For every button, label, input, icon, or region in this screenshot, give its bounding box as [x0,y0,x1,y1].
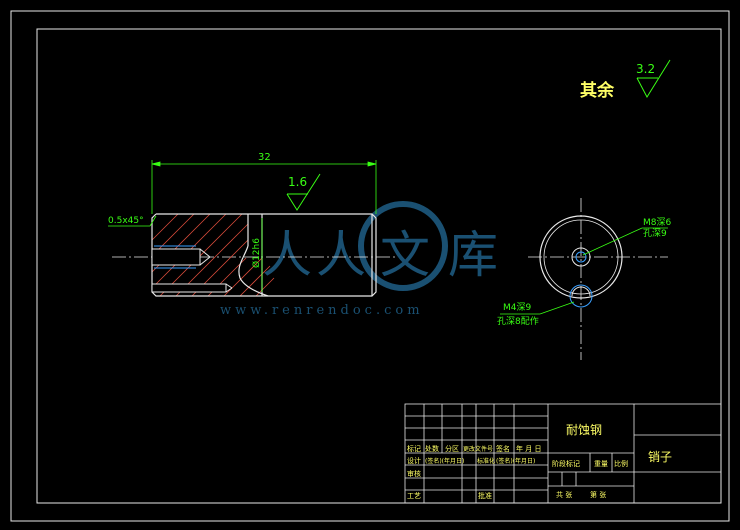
title-material: 耐蚀钢 [566,423,602,437]
pin-side-view [539,215,623,308]
tb-change-doc: 更改文件号 [463,445,493,453]
dim-length-text: 32 [258,152,271,163]
tb-weight-label: 重量 [594,460,608,468]
watermark-url: www.renrendoc.com [220,303,424,318]
tb-scale-label: 比例 [614,459,628,468]
outer-frame [10,10,730,522]
tb-stage-label: 阶段标记 [552,459,580,468]
inner-frame [36,28,722,504]
tb-zone: 分区 [445,444,459,453]
tb-signature: 签名 [496,444,510,453]
roughness-surface-symbol [286,173,321,211]
tb-sheet-index: 第 张 [590,490,606,499]
roughness-surface-value: 1.6 [288,175,307,189]
dim-diameter-text: Ø12h6 [251,238,262,268]
watermark-glyph-1: 人 [262,226,316,284]
tb-sign-date-1: (签名)(年月日) [425,457,464,465]
tb-sign-date-2: (签名)(年月日) [496,457,535,465]
side-callout-2-line2: 孔深8配作 [497,315,539,327]
watermark: 人 人 文 库 www.renrendoc.com [220,201,502,318]
tb-count: 处数 [425,444,439,453]
watermark-glyph-3: 文 [380,226,434,284]
side-callout-2-leader [500,301,575,315]
watermark-glyph-4: 库 [448,226,502,284]
watermark-ring [358,201,448,291]
pin-front-view [151,213,377,297]
title-part-name: 销子 [648,450,672,464]
side-callout-1-leader [582,227,668,256]
watermark-glyph-2: 人 [316,226,370,284]
title-block [404,403,722,504]
tb-design: 设计 [407,456,421,465]
roughness-note-symbol [636,59,671,99]
dim-chamfer-leader [108,215,157,227]
side-callout-1-line2: 孔深9 [643,228,667,239]
side-callout-2-line1: M4深9 [503,302,531,313]
tb-mark: 标记 [407,444,421,453]
tb-date: 年 月 日 [516,444,541,453]
tb-review: 审核 [407,469,421,478]
tb-process: 工艺 [407,492,421,500]
roughness-note-value: 3.2 [636,62,655,76]
dim-length [151,160,377,214]
tb-approve: 批准 [478,491,492,500]
tb-standardize: 标准化 [477,457,495,465]
tb-sheet-total: 共 张 [556,490,572,499]
roughness-note-label: 其余 [580,80,615,101]
side-callout-1-line1: M8深6 [643,217,671,228]
dim-chamfer-text: 0.5x45° [108,216,144,226]
